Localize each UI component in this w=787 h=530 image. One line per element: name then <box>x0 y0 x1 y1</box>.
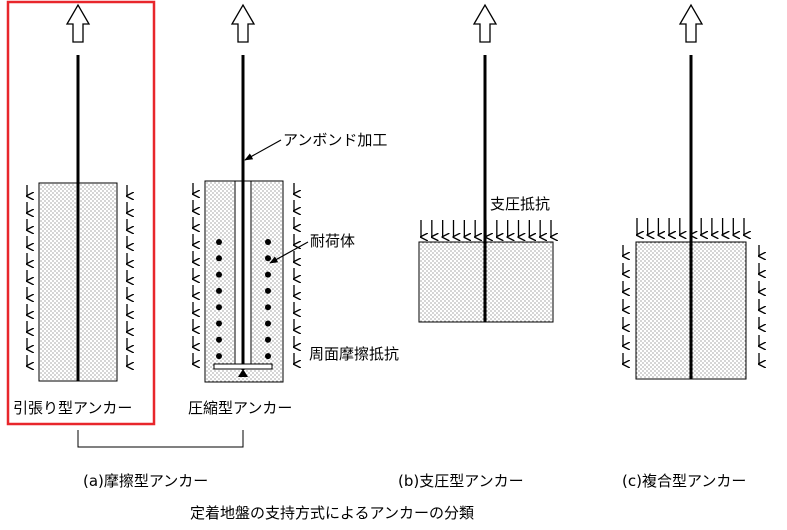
bearing-type-label: (b)支圧型アンカー <box>398 472 524 490</box>
load-body-dot <box>265 320 271 327</box>
load-body-dot <box>265 353 271 360</box>
friction-type-label: (a)摩擦型アンカー <box>83 472 209 490</box>
pull-out-arrow-icon <box>65 3 91 43</box>
load-body-dot <box>216 255 222 262</box>
load-body-dot <box>216 271 222 278</box>
load-body-dot <box>265 255 271 262</box>
anchor-head <box>238 369 248 377</box>
load-body-label: 耐荷体 <box>310 232 356 250</box>
load-body-dot <box>216 239 222 245</box>
load-body-dot <box>265 239 271 245</box>
load-body-dots-left <box>216 239 222 360</box>
compression-type-anchor <box>193 3 309 383</box>
load-body-dot <box>216 320 222 327</box>
load-body-dot <box>265 287 271 294</box>
bearing-type-anchor <box>418 3 553 323</box>
figure-caption: 定着地盤の支持方式によるアンカーの分類 <box>190 504 474 522</box>
unbonded-label: アンボンド加工 <box>283 131 388 149</box>
composite-type-label: (c)複合型アンカー <box>622 472 747 490</box>
load-body-dot <box>216 287 222 294</box>
tension-type-label: 引張り型アンカー <box>13 399 133 417</box>
bearing-arrows-top <box>421 220 551 237</box>
load-body-dots-right <box>265 239 271 360</box>
load-body-dot <box>216 336 222 343</box>
pull-out-arrow-icon <box>678 3 704 43</box>
tension-type-anchor <box>27 3 127 382</box>
composite-type-anchor <box>623 3 759 380</box>
compression-type-label: 圧縮型アンカー <box>188 399 293 417</box>
load-body-dot <box>216 304 222 311</box>
tension-type-highlight-frame <box>6 0 156 426</box>
bearing-arrows-top <box>637 218 744 235</box>
pull-out-arrow-icon <box>472 3 498 43</box>
bearing-resistance-label: 支圧抵抗 <box>490 195 551 213</box>
load-body-dot <box>216 353 222 360</box>
load-body-dot <box>265 336 271 343</box>
load-body-leader <box>269 241 309 264</box>
load-body-dot <box>265 304 271 311</box>
friction-type-bracket <box>77 430 244 448</box>
unbonded-leader <box>244 139 282 161</box>
skin-friction-label: 周面摩擦抵抗 <box>309 345 400 363</box>
pull-out-arrow-icon <box>230 3 256 43</box>
load-body-dot <box>265 271 271 278</box>
bearing-plate <box>213 363 273 370</box>
